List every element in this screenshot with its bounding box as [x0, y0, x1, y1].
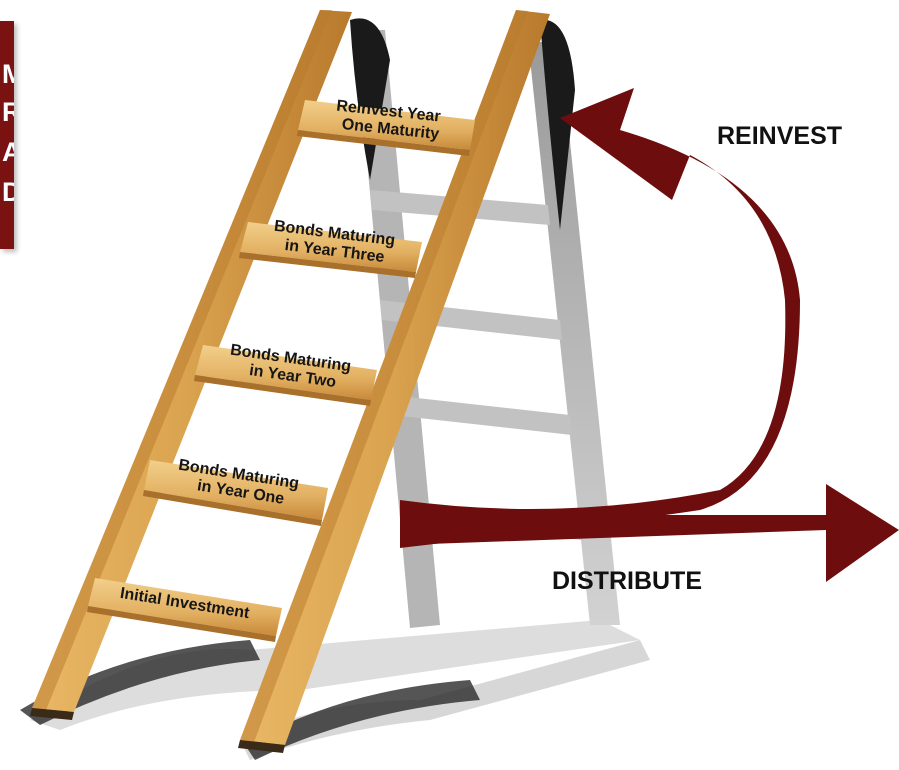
side-box-letter-1: M [2, 59, 14, 89]
rung-5: Initial Investment [87, 578, 282, 642]
ladder-rungs: Reinvest Year One Maturity Bonds Maturin… [87, 98, 475, 642]
rung-2: Bonds Maturing in Year Three [239, 218, 422, 278]
rung-4: Bonds Maturing in Year One [143, 457, 328, 526]
rung-3: Bonds Maturing in Year Two [194, 342, 377, 406]
reinvest-distribute-arrow [400, 88, 899, 582]
side-box-letter-2: R [2, 97, 14, 127]
distribute-arrow [400, 484, 899, 582]
reinvest-label: REINVEST [717, 122, 842, 150]
side-box: M R A D [0, 21, 14, 249]
rung-1: Reinvest Year One Maturity [297, 98, 475, 156]
distribute-label: DISTRIBUTE [552, 567, 702, 595]
ground-shadow [20, 620, 650, 760]
side-box-letter-4: D [2, 177, 14, 207]
ladder-rails [30, 10, 550, 753]
side-box-letter-3: A [2, 137, 14, 167]
